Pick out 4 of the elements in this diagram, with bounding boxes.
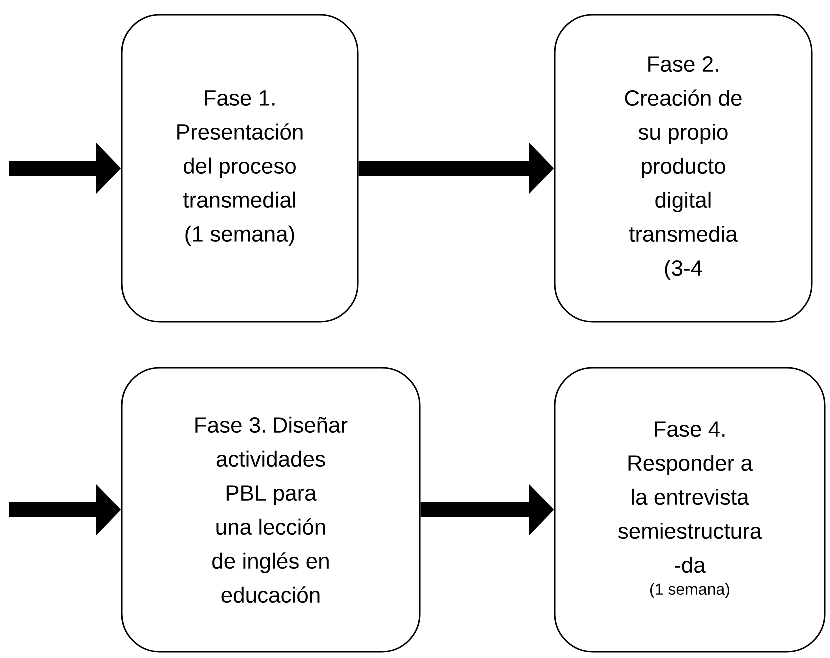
phase-box: Fase 1. Presentación del proceso transmedial (1 semana) (121, 14, 359, 323)
phase-box: Fase 3. Diseñar actividades PBL para una lección de inglés en educación (121, 367, 421, 653)
phase-box: Fase 2. Creación de su propio producto digital transmedia (3-4 (554, 14, 813, 323)
phase-box: Fase 4. Responder a la entrevista semiestructura -da (1 semana) (554, 367, 826, 653)
